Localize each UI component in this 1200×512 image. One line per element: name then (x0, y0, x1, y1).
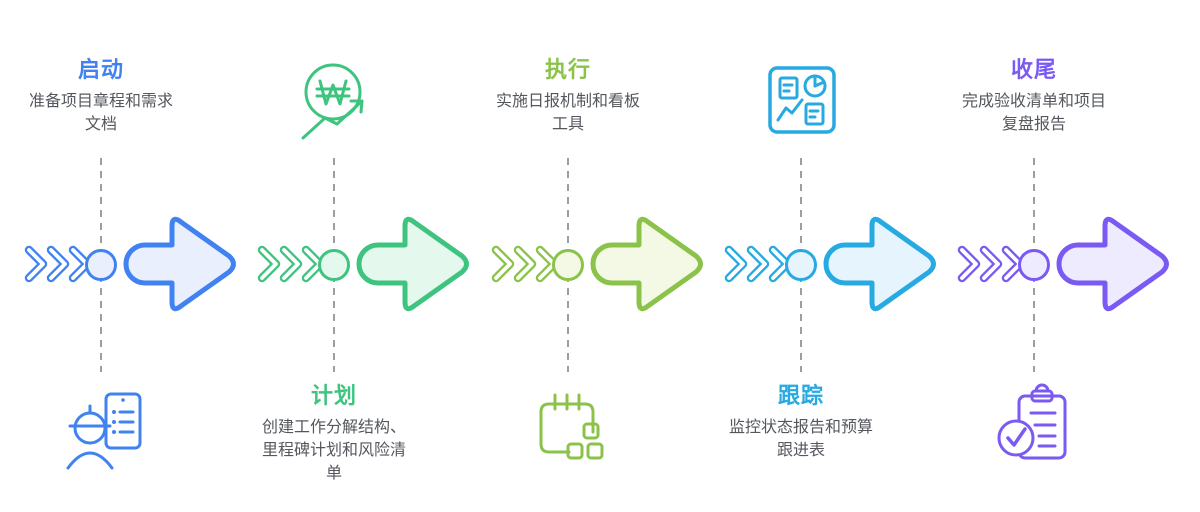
chevrons-icon (257, 245, 323, 283)
milestone-dot (318, 249, 350, 281)
stage-initiation: 启动 准备项目章程和需求文档 (20, 0, 253, 512)
stage-execution: 执行 实施日报机制和看板工具 (487, 0, 720, 512)
milestone-dot (1018, 249, 1050, 281)
dashboard-report-icon (768, 66, 836, 134)
stage-description: 监控状态报告和预算跟进表 (728, 419, 873, 459)
stage-title: 跟踪 (777, 383, 824, 408)
stage-description: 创建工作分解结构、里程碑计划和风险清单 (261, 419, 406, 482)
won-growth-icon (301, 63, 364, 140)
flow-arrow (1056, 216, 1169, 312)
milestone-dot (85, 249, 117, 281)
stage-description: 完成验收清单和项目复盘报告 (961, 93, 1106, 133)
chevrons-icon (724, 245, 790, 283)
stage-closing: 收尾 完成验收清单和项目复盘报告 (953, 0, 1186, 512)
stage-title: 执行 (544, 57, 591, 82)
engineer-checklist-icon (66, 392, 142, 470)
notepad-tasks-icon (539, 393, 604, 460)
flow-arrow (590, 216, 703, 312)
stage-planning: 计划 创建工作分解结构、里程碑计划和风险清单 (253, 0, 486, 512)
milestone-dot (785, 249, 817, 281)
stage-monitoring: 跟踪 监控状态报告和预算跟进表 (720, 0, 953, 512)
stage-title: 收尾 (1010, 57, 1057, 82)
chevrons-icon (957, 245, 1023, 283)
chevrons-icon (491, 245, 557, 283)
flow-arrow (123, 216, 236, 312)
clipboard-check-icon (997, 383, 1067, 460)
stage-title: 启动 (77, 57, 124, 82)
stage-title: 计划 (310, 383, 357, 408)
stage-description: 实施日报机制和看板工具 (495, 93, 640, 133)
stage-description: 准备项目章程和需求文档 (28, 93, 173, 133)
flow-arrow (823, 216, 936, 312)
milestone-dot (552, 249, 584, 281)
chevrons-icon (24, 245, 90, 283)
flow-arrow (356, 216, 469, 312)
